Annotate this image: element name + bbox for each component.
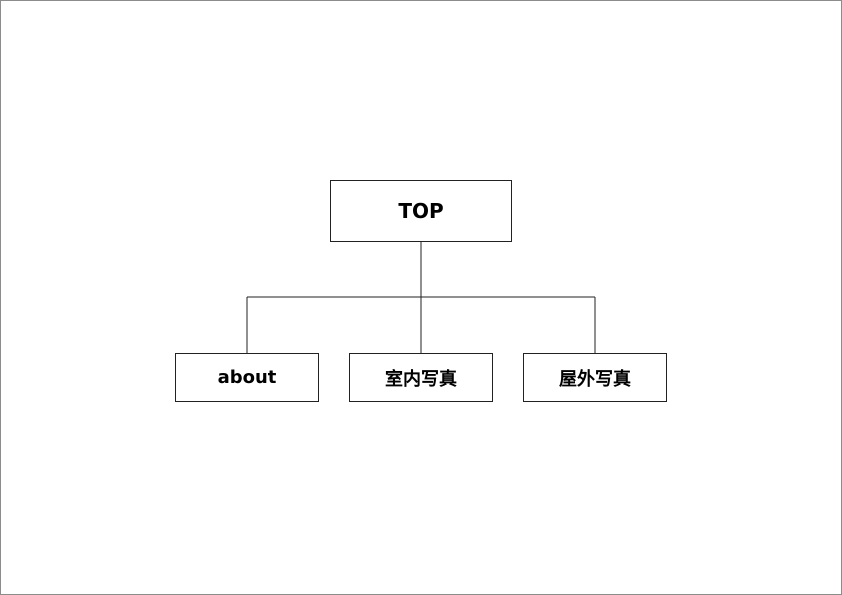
node-indoor-photos-label: 室内写真 <box>385 368 457 390</box>
node-top-label: TOP <box>398 199 444 223</box>
node-indoor-photos: 室内写真 <box>349 353 493 402</box>
node-outdoor-photos: 屋外写真 <box>523 353 667 402</box>
node-top: TOP <box>330 180 512 242</box>
node-about-label: about <box>217 367 277 388</box>
node-about: about <box>175 353 319 402</box>
node-outdoor-photos-label: 屋外写真 <box>559 368 631 390</box>
